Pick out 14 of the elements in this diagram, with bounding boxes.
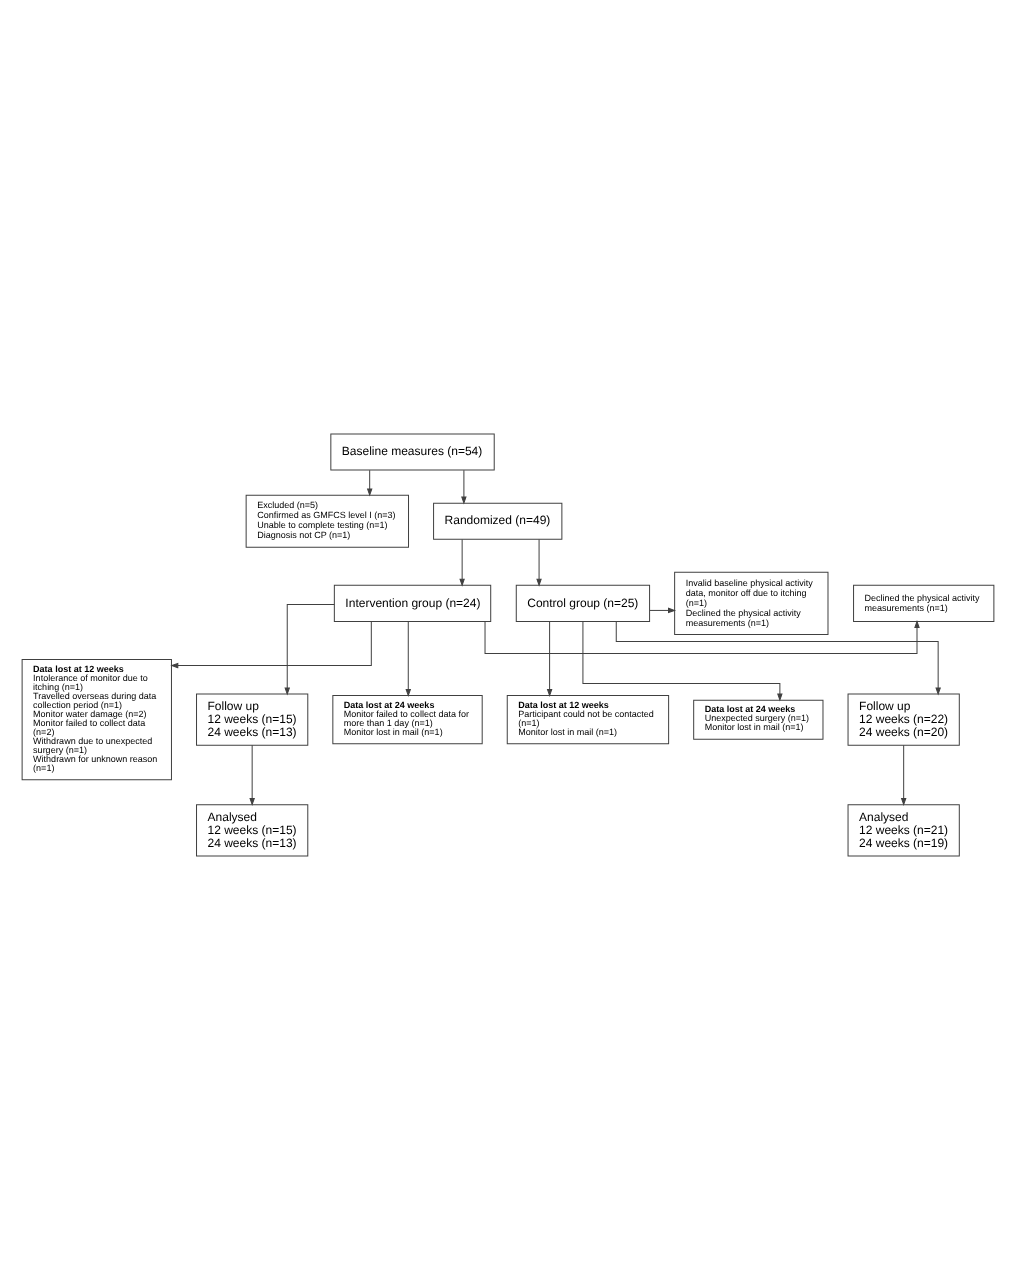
arrow [615, 620, 941, 694]
arrow [901, 743, 907, 804]
arrow [284, 602, 335, 694]
arrow [649, 606, 675, 612]
arrow [367, 468, 373, 495]
arrow [582, 620, 783, 700]
arrow [461, 468, 467, 503]
arrow [171, 620, 372, 668]
arrow [547, 620, 553, 696]
arrow [249, 743, 255, 804]
arrow [459, 537, 465, 585]
arrow [536, 537, 542, 585]
arrow [484, 620, 920, 653]
arrow [405, 620, 411, 696]
